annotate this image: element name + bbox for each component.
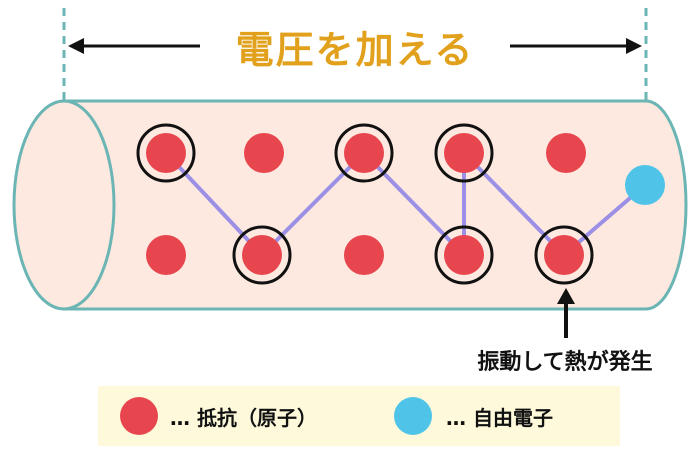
atom (242, 235, 282, 275)
collided-atom-ring (136, 123, 196, 183)
arrow-right-head-icon (626, 38, 642, 54)
atom (344, 235, 384, 275)
collided-atom-ring (232, 225, 292, 285)
wire-end-cap (12, 99, 116, 311)
atom (244, 133, 284, 173)
atom (344, 133, 384, 173)
legend-atom-label: … 抵抗（原子） (170, 405, 317, 430)
arrow-left-head-icon (68, 38, 84, 54)
atom (444, 235, 484, 275)
atom (146, 133, 186, 173)
collided-atom-ring (434, 123, 494, 183)
legend-electron-icon (394, 397, 432, 435)
heat-annotation: 振動して熱が発生 (477, 350, 653, 375)
atom (146, 235, 186, 275)
free-electron (625, 165, 665, 205)
legend-electron-label: … 自由電子 (446, 405, 553, 430)
legend-atom-icon (120, 397, 158, 435)
pointer-arrow-head-icon (557, 288, 575, 304)
legend: … 抵抗（原子） … 自由電子 (98, 386, 620, 446)
voltage-title: 電圧を加える (200, 16, 510, 76)
collided-atom-ring (334, 123, 394, 183)
atom (546, 133, 586, 173)
collided-atom-ring (434, 225, 494, 285)
atom (544, 235, 584, 275)
atom (444, 133, 484, 173)
wire-body (62, 99, 688, 311)
collided-atom-ring (534, 225, 594, 285)
